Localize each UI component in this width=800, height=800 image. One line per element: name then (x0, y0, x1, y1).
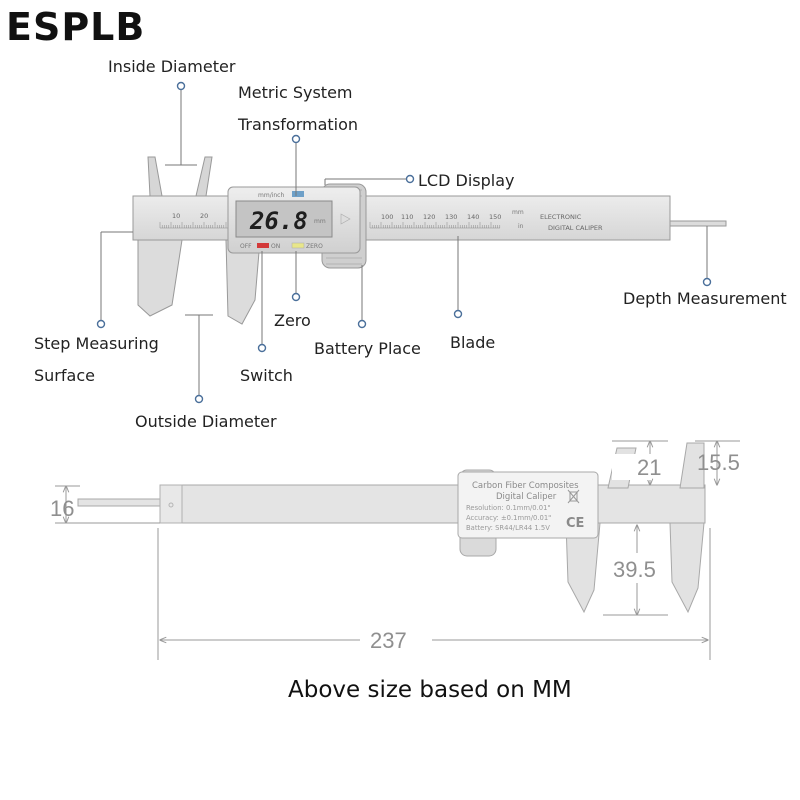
callout-dot-metric (291, 134, 301, 144)
dim-16: 16 (50, 496, 74, 521)
callout-dot-step (96, 319, 106, 329)
callout-dot-depth (702, 277, 712, 287)
label-battery-place: Battery Place (314, 339, 421, 358)
label-outside-diameter: Outside Diameter (135, 412, 277, 431)
unit-mm: mm (512, 209, 524, 216)
beam-tick-marks (159, 222, 501, 228)
callout-dot-blade (453, 309, 463, 319)
inside-jaw-fixed (147, 156, 163, 197)
mm-inch-label: mm/inch (258, 192, 284, 199)
dimension-lines (55, 441, 740, 660)
lower-jaw-fixed (669, 522, 705, 614)
callout-dot-outside-diameter (194, 394, 204, 404)
label-surface: Surface (34, 366, 95, 385)
dim-21-bg (612, 454, 652, 480)
dim-237-bg (360, 628, 432, 654)
ce-mark: CE (566, 516, 584, 531)
callout-dot-inside-diameter (176, 81, 186, 91)
callout-dot-lcd (405, 174, 415, 184)
beam-scale-120: 120 (423, 213, 435, 221)
label-lcd-display: LCD Display (418, 171, 514, 190)
size-caption: Above size based on MM (288, 677, 572, 703)
lcd-arrow-icon (340, 213, 351, 225)
dim-237: 237 (370, 628, 407, 653)
callout-dot-zero (291, 292, 301, 302)
dim-39-5: 39.5 (613, 557, 656, 582)
beam-scale-100: 100 (381, 213, 393, 221)
beam-bottom (159, 484, 706, 524)
zero-button[interactable] (291, 242, 305, 249)
plate-battery: Battery: SR44/LR44 1.5V (466, 524, 550, 532)
on-label: ON (271, 243, 280, 250)
callout-dot-switch (257, 343, 267, 353)
callout-dot-battery (357, 319, 367, 329)
lcd-screen (235, 200, 333, 238)
bottom-caliper: Carbon Fiber Composites Digital Caliper … (77, 442, 706, 614)
beam-scale-140: 140 (467, 213, 479, 221)
plate-line2: Digital Caliper (496, 492, 557, 502)
zero-button-label: ZERO (306, 243, 323, 250)
label-switch: Switch (240, 366, 293, 385)
off-label: OFF (240, 243, 252, 250)
depth-rod (669, 220, 727, 227)
dim-39-5-bg (606, 553, 658, 583)
main-beam (132, 195, 671, 241)
label-metric-system: Metric System (238, 83, 353, 102)
head-scale-20: 20 (200, 212, 208, 220)
outside-jaw-fixed (137, 239, 183, 317)
brand-logo: ESPLB (6, 5, 145, 49)
label-transformation: Transformation (237, 115, 358, 134)
beam-scale-110: 110 (401, 213, 413, 221)
inside-jaw-slider (195, 156, 213, 197)
unit-in: in (518, 223, 524, 230)
beam-scale-130: 130 (445, 213, 457, 221)
mm-inch-button[interactable] (292, 191, 304, 197)
dim-15-5: 15.5 (697, 450, 740, 475)
label-inside-diameter: Inside Diameter (108, 57, 236, 76)
on-off-button[interactable] (257, 243, 269, 248)
lcd-reading: 26.8 (249, 207, 308, 235)
callout-leaders (100, 86, 708, 397)
label-zero: Zero (274, 311, 311, 330)
label-step-measuring: Step Measuring (34, 334, 159, 353)
plate-line1: Carbon Fiber Composites (472, 481, 579, 491)
upper-jaw-fixed (679, 442, 705, 489)
beam-label-electronic: ELECTRONIC (540, 213, 582, 221)
head-scale-10: 10 (172, 212, 180, 220)
plate-accuracy: Accuracy: ±0.1mm/0.01" (466, 514, 551, 522)
beam-scale-150: 150 (489, 213, 501, 221)
dim-21: 21 (637, 455, 661, 480)
beam-end-cap (159, 484, 183, 524)
plate-resolution: Resolution: 0.1mm/0.01" (466, 504, 551, 512)
label-blade: Blade (450, 333, 495, 352)
top-caliper: 10 20 100 110 120 130 140 150 mm in ELEC… (132, 156, 727, 325)
beam-label-digital-caliper: DIGITAL CALIPER (548, 224, 603, 232)
lcd-unit: mm (314, 218, 326, 225)
depth-rod-bottom (77, 498, 169, 507)
label-depth-measurement: Depth Measurement (623, 289, 787, 308)
callout-dots (96, 81, 712, 404)
head-plate (457, 471, 599, 539)
recycle-bin-icon (567, 489, 580, 504)
